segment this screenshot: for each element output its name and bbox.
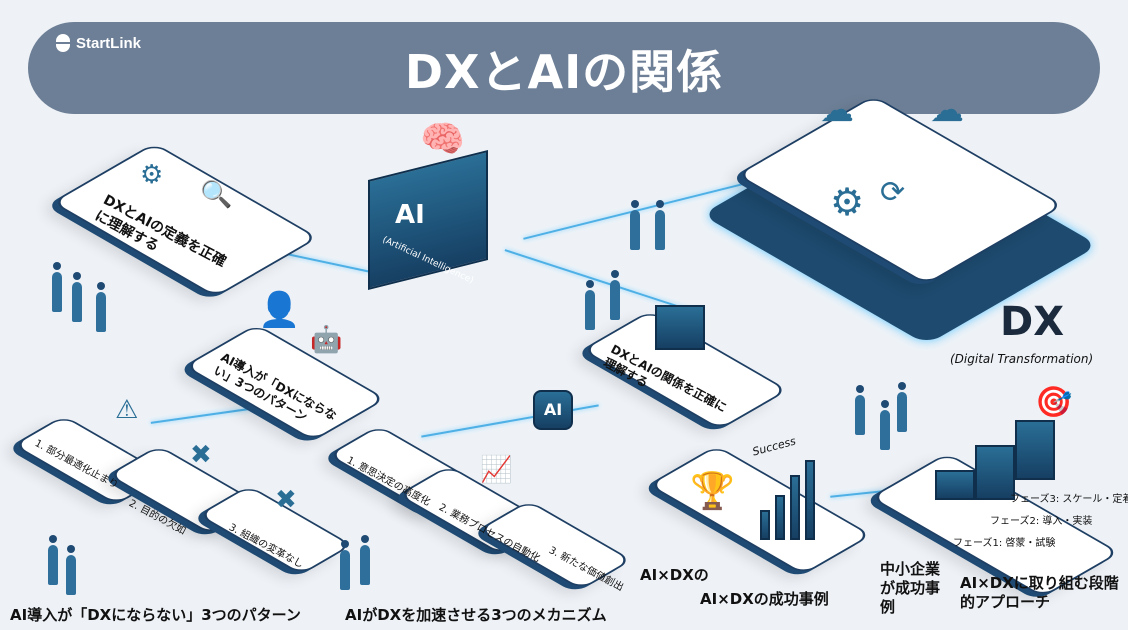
title-banner (28, 22, 1100, 114)
step (975, 445, 1015, 500)
person-figure (585, 280, 595, 330)
trend-up-icon: 📈 (480, 455, 513, 485)
mechanisms-caption: AIがDXを加速させる3つのメカニズム (345, 606, 607, 624)
robot-icon: 🤖 (310, 325, 343, 355)
ai-chip-badge: AI (533, 390, 573, 430)
person-figure (855, 385, 865, 435)
gear-icon: ⚙ (830, 180, 865, 224)
person-figure (72, 272, 82, 322)
person-figure (630, 200, 640, 250)
page-title: DXとAIの関係 (404, 45, 724, 99)
blocks-icon (655, 305, 705, 350)
dx-label: DX (1000, 299, 1065, 345)
brain-icon: 🧠 (420, 119, 465, 160)
step (935, 470, 975, 500)
x-icon: ✖ (275, 485, 297, 515)
phase-2: フェーズ2: 導入・実装 (990, 516, 1093, 527)
person-figure (66, 545, 76, 595)
bar (775, 495, 785, 540)
target-icon: 🎯 (1035, 385, 1073, 420)
logo-text: StartLink (76, 34, 142, 52)
person-figure (340, 540, 350, 590)
person-figure (52, 262, 62, 312)
logo-icon (56, 34, 70, 52)
cloud-icon: ☁ (930, 90, 964, 130)
person-figure (610, 270, 620, 320)
success-label: Success (751, 434, 798, 459)
ai-core-box (368, 150, 488, 290)
warning-icon: ⚠ (115, 395, 139, 425)
sync-icon: ⟳ (880, 175, 906, 210)
trophy-icon: 🏆 (690, 471, 735, 512)
bar (760, 510, 770, 540)
step (1015, 420, 1055, 480)
cloud-icon: ☁ (820, 90, 854, 130)
ai-core-label: AI (395, 200, 425, 230)
gear-icon: ⚙ (140, 160, 164, 190)
person-figure (96, 282, 106, 332)
person-figure (897, 382, 907, 432)
phase-1: フェーズ1: 啓蒙・試験 (953, 538, 1056, 549)
connector-line (504, 249, 696, 313)
approach-caption-2: AI×DXに取り組む段階的アプローチ (960, 574, 1119, 611)
businessman-icon: 👤 (258, 290, 301, 330)
phase-3: フェーズ3: スケール・定着 (1010, 494, 1128, 505)
person-figure (880, 400, 890, 450)
define-card (51, 142, 319, 298)
bar (790, 475, 800, 540)
person-figure (655, 200, 665, 250)
logo: StartLink (56, 34, 141, 52)
x-icon: ✖ (190, 440, 212, 470)
approach-caption-1: 中小企業が成功事例 (880, 560, 941, 616)
bar (805, 460, 815, 540)
success-caption-2: AI×DXの成功事例 (700, 590, 829, 608)
person-figure (48, 535, 58, 585)
magnifier-icon: 🔍 (200, 180, 233, 210)
patterns-caption: AI導入が「DXにならない」3つのパターン (10, 606, 301, 624)
success-caption-1: AI×DXの (640, 566, 709, 584)
person-figure (360, 535, 370, 585)
dx-sub: (Digital Transformation) (950, 352, 1094, 366)
